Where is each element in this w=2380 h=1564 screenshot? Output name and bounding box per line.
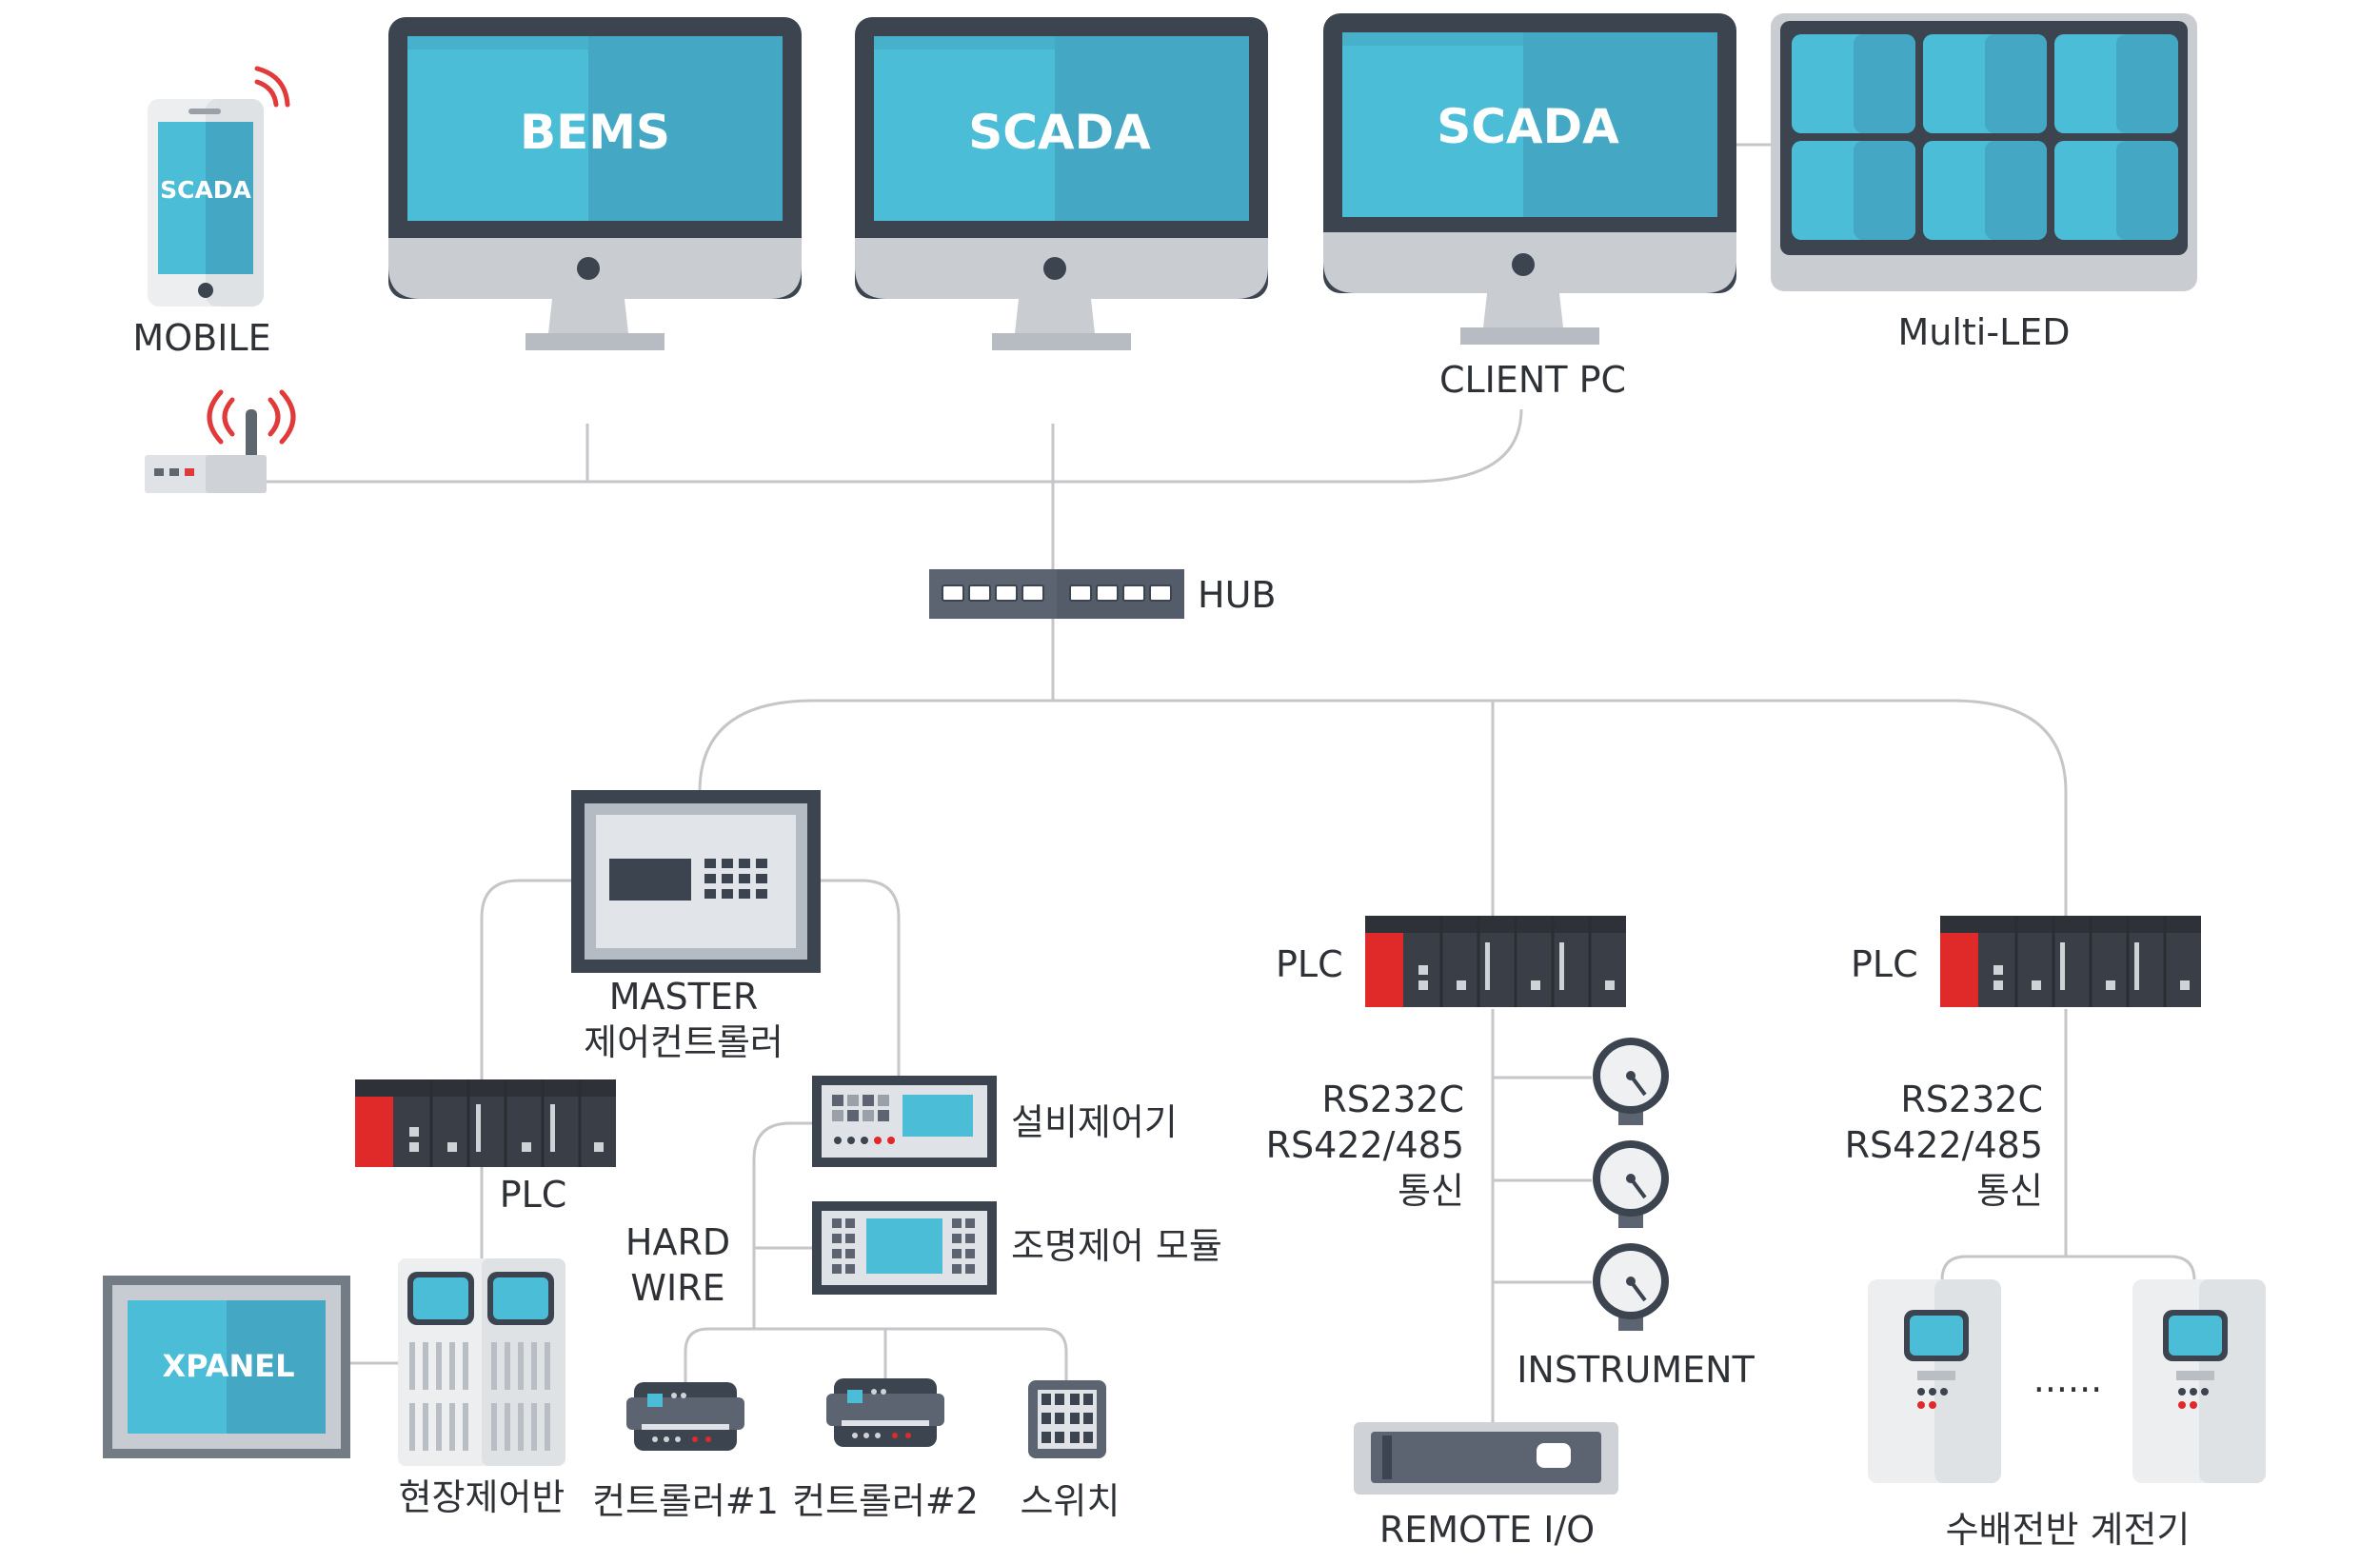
hub: HUB: [929, 569, 1276, 619]
controller-2-label: 컨트롤러#2: [792, 1480, 979, 1522]
right-comm-line1: RS232C: [1900, 1079, 2043, 1120]
controller-2: 컨트롤러#2: [792, 1378, 979, 1522]
plc-right: PLC RS232C RS422/485 통신: [1845, 916, 2201, 1212]
antenna-signal-icon: [222, 397, 235, 437]
mid-comm-line1: RS232C: [1321, 1079, 1464, 1120]
instruments: INSTRUMENT: [1517, 1038, 1755, 1391]
lighting-module-label: 조명제어 모듈: [1011, 1225, 1222, 1267]
equip-controller-label: 설비제어기: [1011, 1101, 1178, 1143]
xpanel: XPANEL: [103, 1276, 350, 1458]
bems-screen-text: BEMS: [520, 105, 670, 160]
client-pc: SCADA CLIENT PC: [1323, 13, 1736, 401]
right-comm-line3: 통신: [1976, 1170, 2043, 1212]
wifi-signal-icon: [254, 66, 290, 108]
plc-middle-label: PLC: [1276, 943, 1343, 985]
power-panel-relays: ...... 수배전반 계전기: [1868, 1279, 2266, 1551]
power-panel-left: [1868, 1279, 2001, 1483]
router: [145, 389, 296, 493]
field-panel-label: 현장제어반: [399, 1476, 565, 1518]
monitor-bems: BEMS: [388, 17, 802, 350]
switch-device: 스위치: [1021, 1380, 1121, 1522]
led-panel: [2054, 141, 2178, 240]
equipment-controller: 설비제어기: [812, 1076, 1178, 1167]
mobile-screen-text: SCADA: [160, 176, 251, 204]
remote-io: REMOTE I/O: [1354, 1422, 1618, 1551]
led-panel: [2054, 34, 2178, 133]
right-comm-line2: RS422/485: [1845, 1124, 2043, 1166]
plc-middle: PLC RS232C RS422/485 통신: [1266, 916, 1626, 1212]
power-panel-label: 수배전반 계전기: [1946, 1509, 2191, 1551]
gauge-icon: [1593, 1243, 1669, 1331]
multi-led-label: Multi-LED: [1897, 311, 2070, 353]
plc-left: PLC: [355, 1079, 616, 1216]
switch-label: 스위치: [1021, 1480, 1121, 1522]
master-label-line2: 제어컨트롤러: [584, 1021, 783, 1063]
remote-io-label: REMOTE I/O: [1379, 1509, 1595, 1551]
xpanel-screen-text: XPANEL: [163, 1348, 295, 1384]
power-panel-ellipsis: ......: [2033, 1358, 2102, 1400]
client-pc-label: CLIENT PC: [1439, 359, 1626, 401]
hard-wire-label-line2: WIRE: [630, 1267, 724, 1309]
led-panel: [1792, 34, 1915, 133]
mobile-device: SCADA MOBILE: [132, 66, 290, 359]
gauge-icon: [1593, 1038, 1669, 1125]
hub-label: HUB: [1198, 574, 1276, 616]
controller-1-label: 컨트롤러#1: [592, 1480, 779, 1522]
monitor-scada: SCADA: [855, 17, 1268, 350]
mobile-label: MOBILE: [132, 317, 270, 359]
plc-left-label: PLC: [500, 1174, 567, 1216]
power-panel-right: [2132, 1279, 2266, 1483]
instrument-label: INSTRUMENT: [1517, 1349, 1755, 1391]
master-label-line1: MASTER: [609, 976, 759, 1018]
field-control-panel: 현장제어반: [398, 1258, 565, 1518]
lighting-module: 조명제어 모듈: [812, 1201, 1222, 1295]
led-panel: [1792, 141, 1915, 240]
plc-right-label: PLC: [1851, 943, 1918, 985]
master-controller: MASTER 제어컨트롤러: [571, 790, 821, 1063]
led-panel: [1923, 34, 2047, 133]
hard-wire-label-line1: HARD: [625, 1221, 730, 1263]
controller-1: 컨트롤러#1: [592, 1382, 779, 1522]
led-panel: [1923, 141, 2047, 240]
multi-led-wall: Multi-LED: [1771, 13, 2197, 353]
scada-screen-text: SCADA: [968, 105, 1151, 160]
connection-lines: [267, 143, 2196, 1423]
client-pc-screen-text: SCADA: [1437, 99, 1619, 154]
gauge-icon: [1593, 1140, 1669, 1228]
mid-comm-line3: 통신: [1398, 1170, 1464, 1212]
mid-comm-line2: RS422/485: [1266, 1124, 1464, 1166]
